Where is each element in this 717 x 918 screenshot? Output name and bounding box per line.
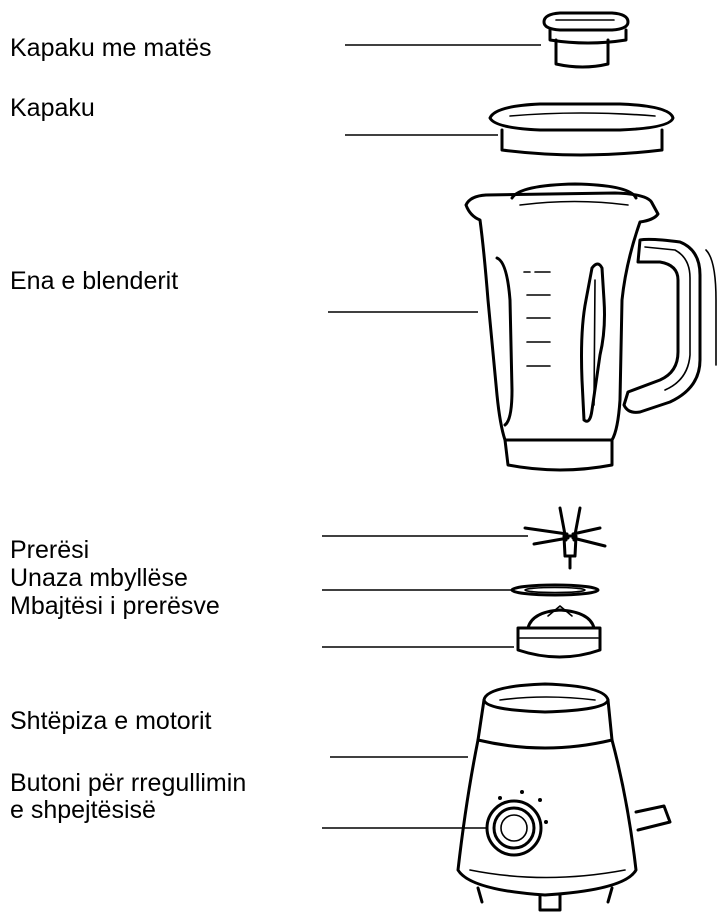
- label-speed-knob-line1: Butoni për rregullimin: [10, 769, 247, 797]
- label-blade-holder: Mbajtësi i prerësve: [10, 592, 220, 620]
- label-speed-knob-line2: e shpejtësisë: [10, 796, 156, 824]
- speed-knob-icon: [485, 790, 548, 857]
- motor-housing-part: [456, 682, 672, 912]
- label-blade: Prerësi: [10, 536, 90, 564]
- label-lid: Kapaku: [10, 94, 95, 122]
- label-jug: Ena e blenderit: [10, 267, 179, 295]
- blade-holder-part: [516, 605, 602, 659]
- measuring-cap-part: [542, 11, 630, 69]
- jug-measure-marks: [523, 271, 551, 367]
- leader-lines: [322, 44, 541, 829]
- label-measuring-cap: Kapaku me matës: [10, 34, 212, 62]
- blade-part: [523, 506, 607, 570]
- lid-part: [488, 102, 675, 157]
- blender-jug-part: [464, 182, 717, 472]
- label-motor-housing: Shtëpiza e motorit: [10, 707, 212, 735]
- sealing-ring-part: [510, 583, 600, 597]
- label-sealing-ring: Unaza mbyllëse: [10, 564, 188, 592]
